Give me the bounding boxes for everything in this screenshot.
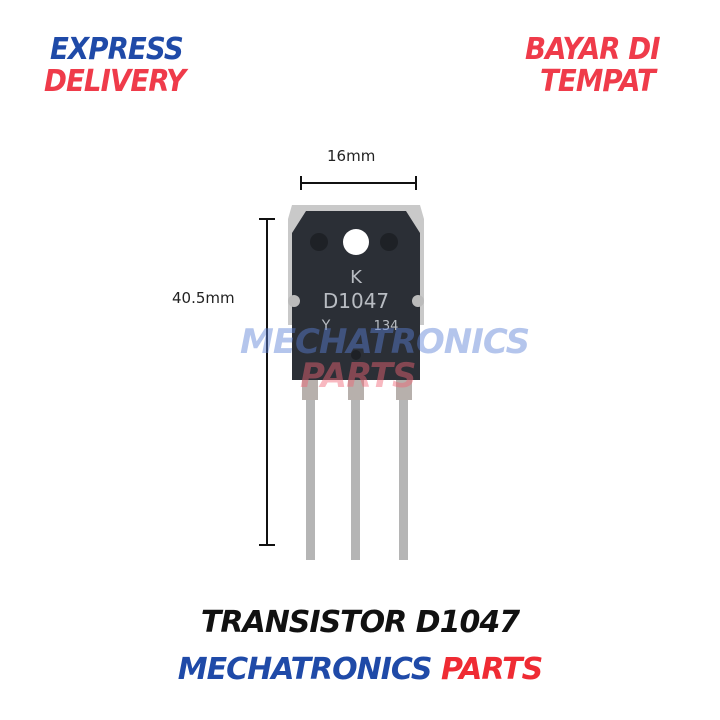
svg-text:K: K: [350, 267, 363, 288]
express-badge-line2: DELIVERY: [44, 64, 186, 99]
width-dimension-label: 16mm: [327, 147, 376, 165]
brand-secondary: PARTS: [440, 652, 543, 687]
cod-badge-line2: TEMPAT: [540, 64, 656, 99]
product-title: TRANSISTOR D1047: [200, 605, 520, 640]
height-dimension-cap-top: [259, 218, 275, 220]
width-dimension-cap-left: [300, 176, 302, 190]
watermark-line1: MECHATRONICS: [240, 322, 530, 362]
brand-name: MECHATRONICS PARTS: [0, 652, 720, 687]
width-dimension-cap-right: [415, 176, 417, 190]
height-dimension-label: 40.5mm: [172, 289, 235, 307]
height-dimension-cap-bottom: [259, 544, 275, 546]
transistor-image: K D1047 Y 134: [288, 205, 424, 560]
brand-primary: MECHATRONICS: [177, 652, 433, 687]
width-dimension-line: [301, 182, 417, 184]
svg-text:D1047: D1047: [323, 289, 389, 313]
height-dimension-line: [266, 219, 268, 545]
cod-badge-line1: BAYAR DI: [525, 32, 661, 67]
express-badge-line1: EXPRESS: [50, 32, 184, 67]
svg-text:134: 134: [374, 319, 399, 334]
watermark-line2: PARTS: [300, 356, 416, 396]
svg-text:Y: Y: [321, 318, 331, 334]
